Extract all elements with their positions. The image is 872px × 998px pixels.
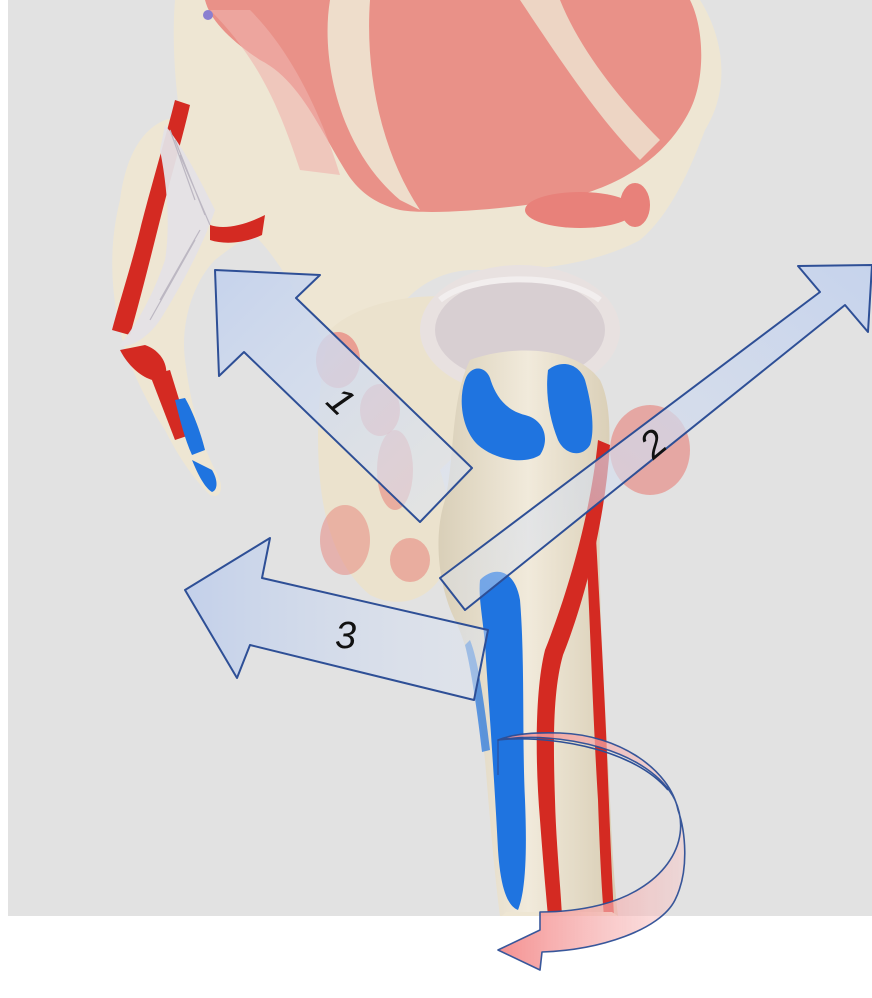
arrow-3-label: 3	[335, 615, 356, 657]
